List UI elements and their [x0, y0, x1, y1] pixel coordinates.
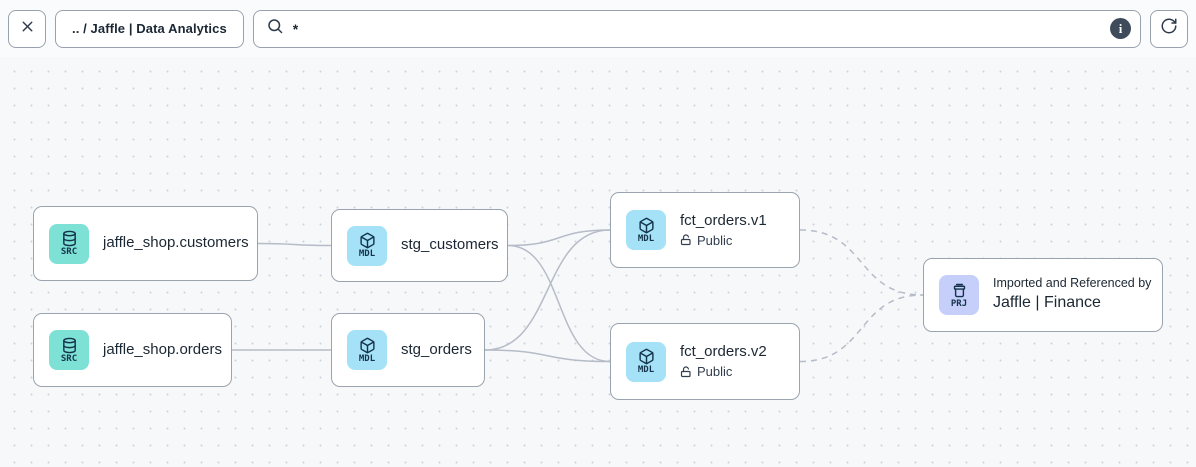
node-stg_orders[interactable]: MDL stg_orders — [331, 313, 485, 387]
node-label: Jaffle | Finance — [993, 294, 1101, 312]
node-text: Imported and Referenced by Jaffle | Finan… — [993, 276, 1151, 314]
project-icon: PRJ — [939, 275, 979, 315]
edge-stg_orders-to-fct_orders_v2 — [484, 349, 611, 363]
node-text: stg_orders — [401, 341, 472, 360]
lock-open-icon — [680, 366, 692, 378]
node-prj_finance[interactable]: PRJ Imported and Referenced by Jaffle | Fi… — [923, 258, 1163, 332]
node-access: Public — [680, 233, 767, 249]
search-box: i — [252, 9, 1141, 48]
info-icon[interactable]: i — [1110, 18, 1131, 39]
node-kind-badge: PRJ — [950, 298, 968, 309]
edge-fct_orders_v1-to-prj_finance — [799, 229, 924, 296]
close-button[interactable] — [8, 9, 46, 48]
close-icon — [19, 18, 36, 40]
node-text: jaffle_shop.orders — [103, 341, 222, 360]
node-label: stg_customers — [401, 236, 499, 254]
node-text: stg_customers — [401, 236, 499, 255]
node-kind-badge: MDL — [637, 365, 655, 375]
lock-open-icon — [680, 234, 692, 246]
edge-stg_customers-to-fct_orders_v2 — [507, 244, 611, 363]
node-label: fct_orders.v1 — [680, 211, 767, 229]
node-kind-badge: MDL — [358, 353, 376, 364]
edge-fct_orders_v2-to-prj_finance — [799, 294, 924, 363]
search-input[interactable] — [292, 20, 1101, 37]
node-topline: Imported and Referenced by — [993, 276, 1152, 291]
refresh-button[interactable] — [1150, 9, 1188, 48]
breadcrumb-button[interactable]: .. / Jaffle | Data Analytics — [55, 9, 244, 48]
toolbar: .. / Jaffle | Data Analytics i — [0, 0, 1196, 57]
node-kind-badge: MDL — [358, 249, 376, 259]
edge-src_customers-to-stg_customers — [257, 242, 332, 247]
model-icon: MDL — [626, 341, 666, 382]
search-icon — [266, 17, 284, 40]
source-icon: SRC — [49, 330, 89, 370]
refresh-icon — [1160, 17, 1178, 40]
node-label: stg_orders — [401, 340, 472, 358]
node-stg_customers[interactable]: MDL stg_customers — [331, 209, 508, 282]
node-label: jaffle_shop.orders — [103, 340, 222, 358]
model-icon: MDL — [626, 210, 666, 250]
node-kind-badge: MDL — [637, 233, 655, 244]
node-text: jaffle_shop.customers — [103, 234, 249, 253]
source-icon: SRC — [49, 223, 89, 264]
node-access: Public — [680, 364, 767, 380]
edge-stg_customers-to-fct_orders_v1 — [507, 229, 611, 247]
node-kind-badge: SRC — [60, 247, 78, 257]
access-label: Public — [697, 364, 733, 380]
node-src_customers[interactable]: SRC jaffle_shop.customers — [33, 206, 258, 281]
node-kind-badge: SRC — [60, 353, 78, 364]
edge-stg_orders-to-fct_orders_v1 — [484, 229, 611, 351]
access-label: Public — [697, 232, 733, 248]
model-icon: MDL — [347, 330, 387, 370]
node-label: jaffle_shop.customers — [103, 234, 249, 252]
edges-layer — [231, 229, 924, 363]
model-icon: MDL — [347, 225, 387, 266]
node-label: fct_orders.v2 — [680, 343, 767, 361]
node-src_orders[interactable]: SRC jaffle_shop.orders — [33, 313, 232, 387]
breadcrumb: .. / Jaffle | Data Analytics — [72, 21, 227, 36]
